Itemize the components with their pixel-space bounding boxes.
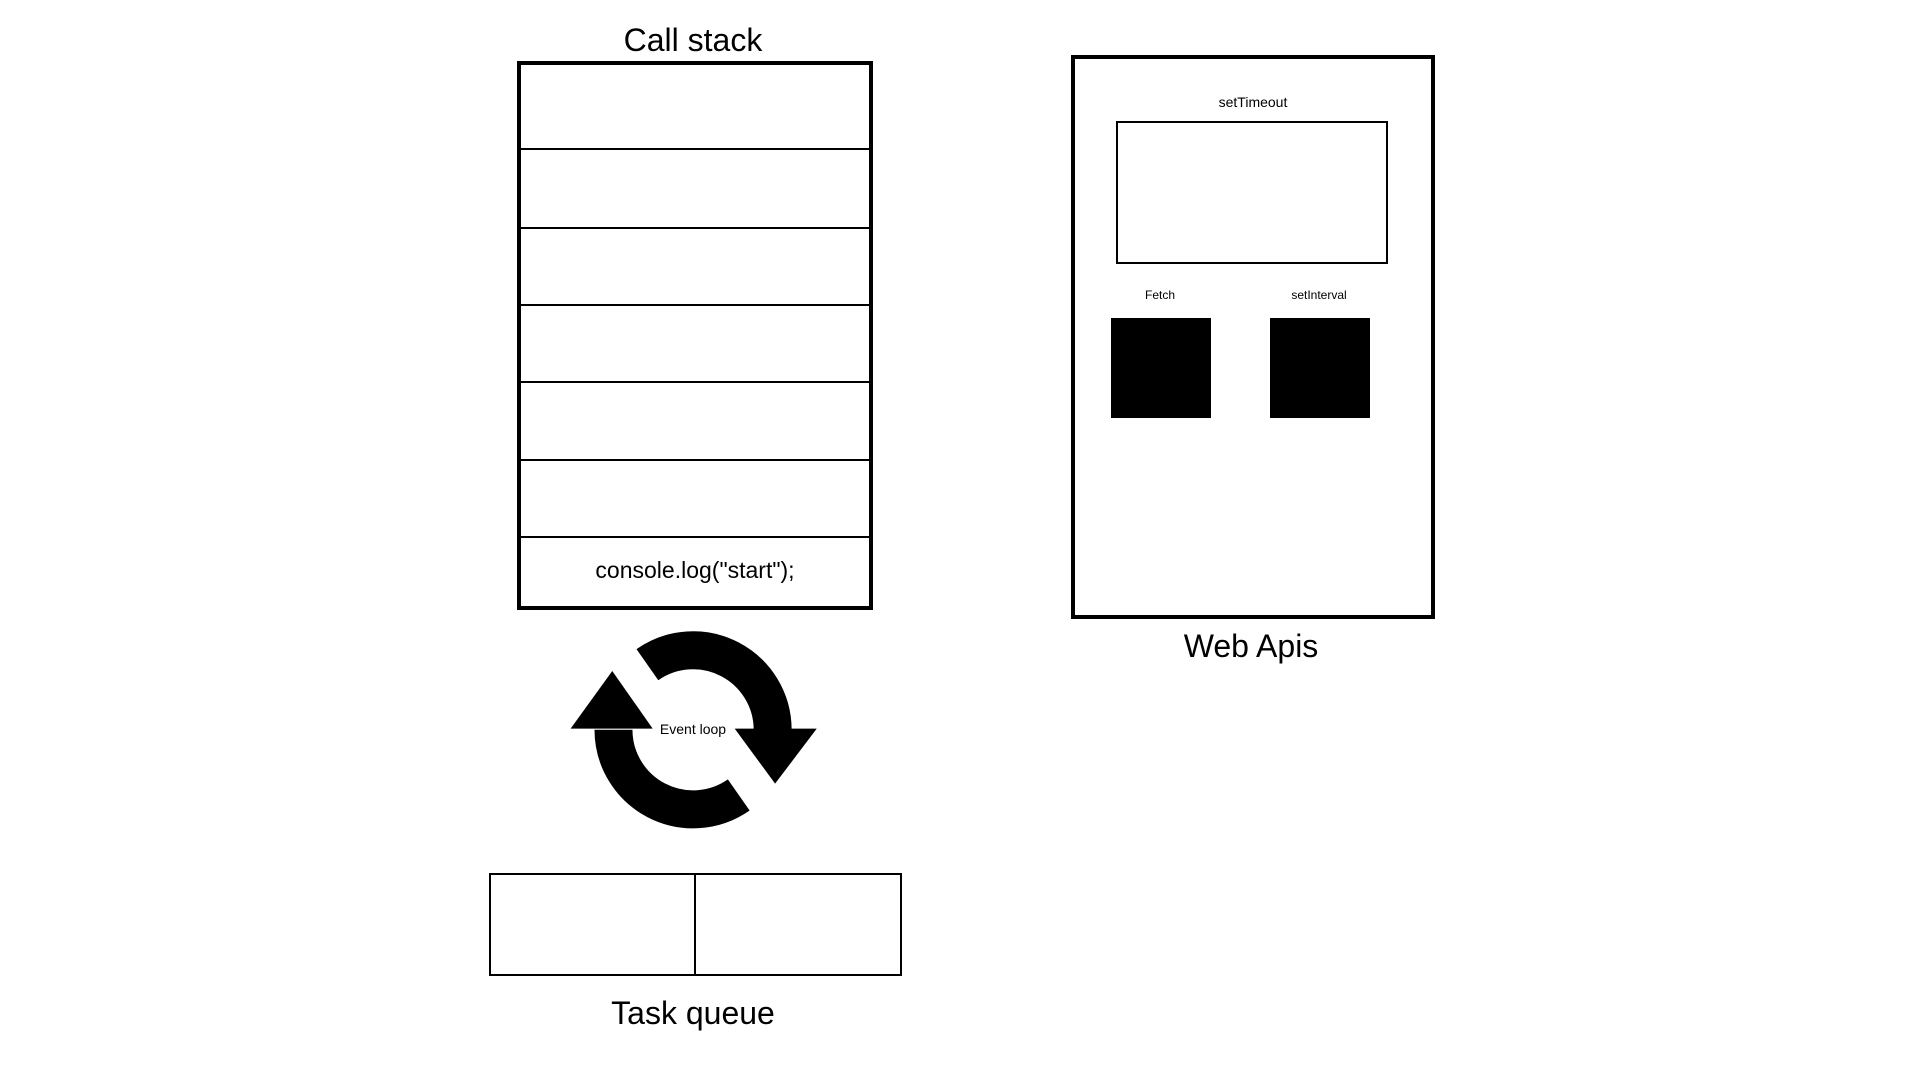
arrow-up-icon: [570, 671, 653, 729]
call-stack-title: Call stack: [623, 22, 763, 58]
stack-divider: [521, 536, 869, 538]
call-stack: console.log("start");: [517, 61, 873, 610]
fetch-label: Fetch: [1144, 288, 1176, 302]
loop-arc-bottom: [594, 729, 750, 829]
stack-divider: [521, 381, 869, 383]
set-interval-block: [1270, 318, 1370, 418]
event-loop-label: Event loop: [658, 721, 728, 737]
stack-divider: [521, 304, 869, 306]
task-queue: [489, 873, 902, 976]
stack-divider: [521, 148, 869, 150]
task-queue-title: Task queue: [611, 995, 775, 1031]
set-timeout-box: [1116, 121, 1388, 264]
task-queue-divider: [694, 875, 696, 974]
loop-arc-top: [636, 631, 792, 731]
stack-divider: [521, 227, 869, 229]
set-interval-label: setInterval: [1291, 288, 1347, 302]
web-apis-box: setTimeout Fetch setInterval: [1071, 55, 1435, 619]
stack-divider: [521, 459, 869, 461]
fetch-block: [1111, 318, 1211, 418]
set-timeout-label: setTimeout: [1218, 94, 1288, 110]
arrow-down-icon: [734, 728, 817, 784]
web-apis-title: Web Apis: [1183, 628, 1319, 664]
stack-frame: console.log("start");: [595, 557, 795, 583]
